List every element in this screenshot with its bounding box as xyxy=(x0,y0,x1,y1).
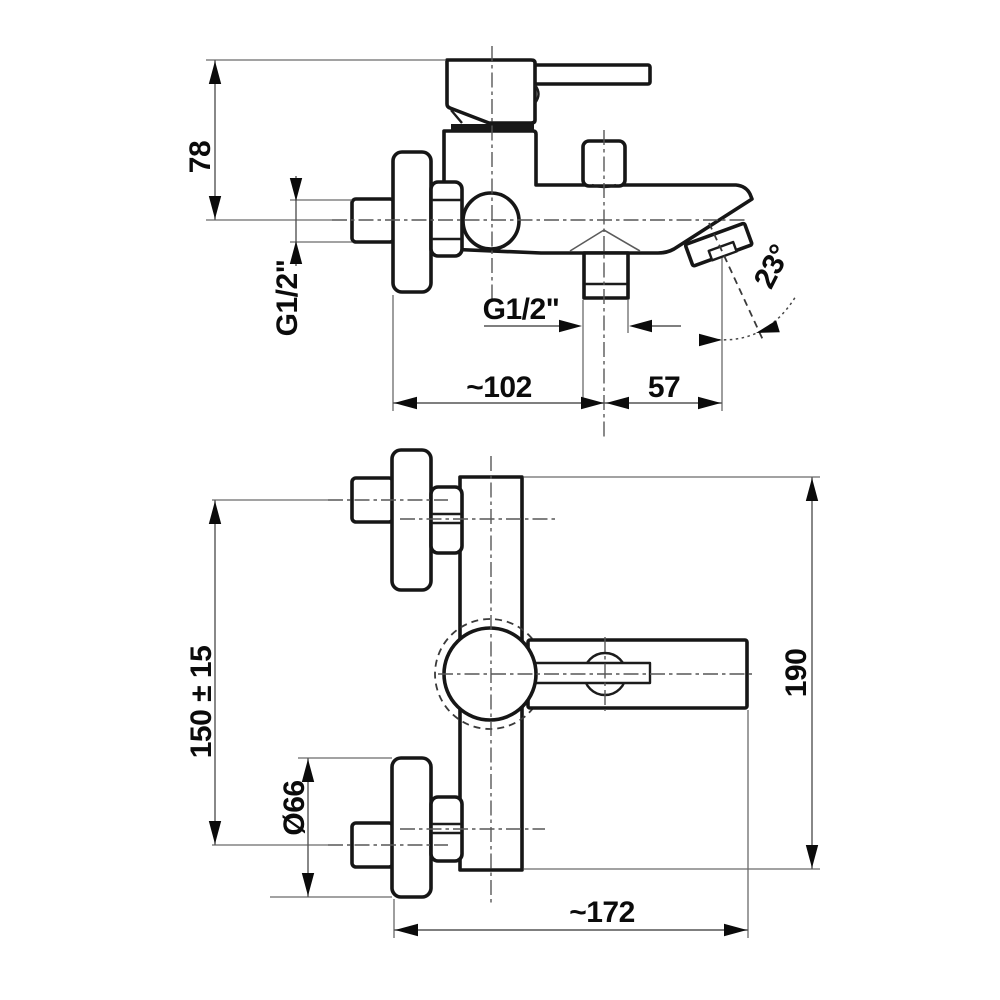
label-190: 190 xyxy=(780,649,813,698)
label-g12-wall: G1/2" xyxy=(271,260,304,337)
front-view: 150 ± 15 Ø66 190 ~172 xyxy=(185,448,820,938)
label-78: 78 xyxy=(184,141,217,173)
side-centerlines xyxy=(206,46,746,438)
side-cartridge-circle xyxy=(461,191,521,251)
side-handle-cap xyxy=(445,58,537,125)
label-d66: Ø66 xyxy=(278,780,311,835)
dim-connection-spacing: 150 ± 15 xyxy=(185,500,222,845)
front-bottom-nut-facets xyxy=(432,822,461,835)
label-172: ~172 xyxy=(569,896,635,929)
side-lever-handle xyxy=(528,63,652,86)
front-top-nut-facets xyxy=(432,512,461,525)
label-57: 57 xyxy=(648,371,680,404)
dim-wall-thread: G1/2" xyxy=(271,176,352,336)
front-top-escutcheon xyxy=(390,448,433,592)
front-bottom-escutcheon xyxy=(390,756,433,899)
label-23deg: 23° xyxy=(748,240,797,294)
side-escutcheon xyxy=(391,150,433,294)
angle-arc xyxy=(699,295,797,341)
dim-flange-diameter: Ø66 xyxy=(270,757,392,898)
dim-height-78: 78 xyxy=(184,59,446,220)
label-102: ~102 xyxy=(466,371,532,404)
spout-axis-dashed xyxy=(708,222,764,341)
dim-shower-thread: G1/2" xyxy=(483,293,681,404)
front-top-nut xyxy=(429,485,464,555)
dim-depth-chain: ~102 57 xyxy=(392,258,723,411)
front-lever-bar xyxy=(526,661,652,685)
label-150: 150 ± 15 xyxy=(185,646,218,759)
front-centerlines xyxy=(212,456,756,906)
side-union-nut-facets xyxy=(432,198,461,241)
side-handle-cap-detail xyxy=(450,84,540,124)
label-g12-shower: G1/2" xyxy=(483,293,560,326)
dim-total-depth: ~172 xyxy=(393,710,749,938)
side-faucet-body xyxy=(350,58,754,300)
dim-body-length: 190 xyxy=(524,476,820,870)
side-view: 78 G1/2" G1/2" ~102 57 xyxy=(184,46,797,438)
side-union-nut xyxy=(429,180,464,258)
side-shower-outlet xyxy=(582,251,630,300)
